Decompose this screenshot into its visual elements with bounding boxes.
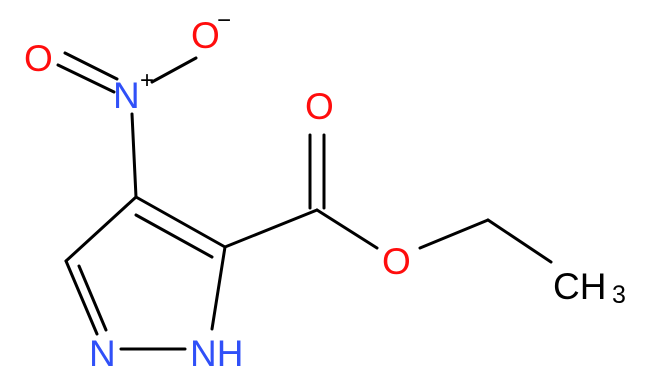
atom-nh-ring: NH (190, 333, 243, 374)
charge-plus: + (140, 67, 154, 94)
atom-n-nitro: N (113, 75, 140, 116)
bond-no-double-b (63, 51, 119, 81)
bond-c-oester (315, 208, 379, 250)
bond-oester-ch2 (418, 218, 490, 250)
bond-no-single (150, 56, 198, 84)
bond-c4-n (130, 112, 138, 199)
bond-c3-n2-single (64, 259, 99, 336)
bond-no-double-a (56, 63, 116, 94)
bond-c4-c3 (64, 195, 138, 263)
atom-n-ring: N (89, 333, 116, 374)
bond-c5-n1 (210, 245, 227, 331)
atom-o-ester: O (382, 241, 411, 282)
bond-c4-c5-single (134, 195, 227, 249)
atom-ch3-subscript: 3 (612, 281, 626, 309)
atom-o-nitro-right: O (191, 15, 220, 56)
bond-c5-ccarbonyl (223, 208, 319, 249)
atom-o-nitro-left: O (24, 38, 53, 79)
bond-ch2-ch3 (486, 218, 553, 264)
atom-o-carbonyl: O (305, 86, 334, 127)
bond-c4-c5-double (134, 213, 214, 259)
atom-ch3: CH (553, 266, 606, 307)
bond-c3-n2-double (77, 264, 108, 332)
charge-minus: − (217, 7, 231, 34)
